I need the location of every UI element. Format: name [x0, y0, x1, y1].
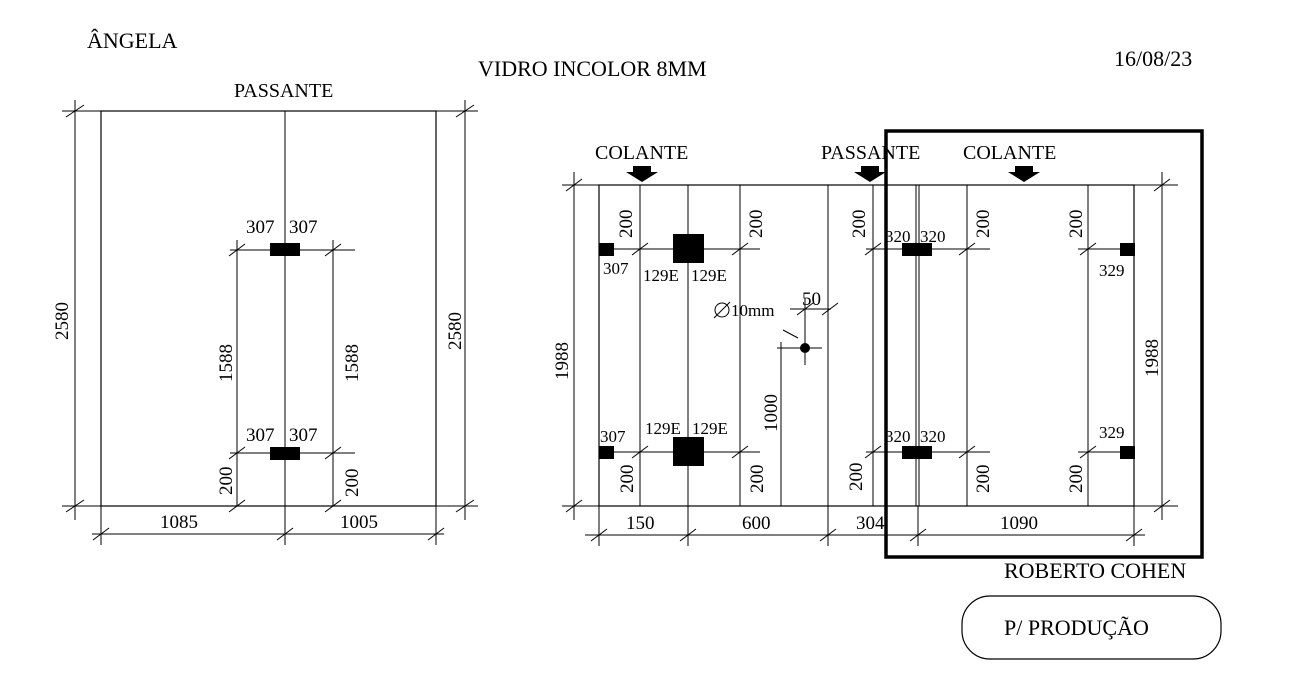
- left-spacing-dim-a: 1588: [216, 344, 237, 382]
- client-name: ÂNGELA: [87, 28, 178, 53]
- customer-name: ROBERTO COHEN: [1004, 558, 1186, 583]
- left-width-dim-b: 1005: [340, 512, 378, 533]
- fitting-block: [599, 446, 614, 459]
- left-bottom-hinge-block: [270, 447, 300, 460]
- left-panel-outline: [100, 110, 437, 507]
- hole-size-label: 10mm: [731, 301, 774, 320]
- fitting-code-329: 329: [1099, 423, 1125, 442]
- right-assembly-outline: [598, 184, 1135, 507]
- fitting-code-129e: 129E: [643, 266, 679, 285]
- width-dim-1090: 1090: [1000, 513, 1038, 534]
- left-height-dim: 2580: [52, 302, 73, 340]
- left-offset-dim-b: 200: [342, 469, 363, 498]
- material-label: VIDRO INCOLOR 8MM: [478, 56, 707, 81]
- left-glass-panel: PASSANTE 2580 2580 307 307 307 307 1588 …: [52, 80, 478, 545]
- fitting-block: [902, 446, 932, 459]
- fitting-code-320: 320: [920, 227, 946, 246]
- fitting-code-307: 307: [603, 259, 629, 278]
- fitting-code-129e: 129E: [692, 419, 728, 438]
- dim-200: 200: [747, 465, 768, 494]
- diameter-icon: [714, 302, 730, 318]
- left-width-dim-a: 1085: [160, 512, 198, 533]
- dim-200: 200: [1066, 210, 1087, 239]
- fitting-block: [1120, 446, 1135, 459]
- width-dim-304: 304: [856, 513, 885, 534]
- status-label: P/ PRODUÇÃO: [1004, 615, 1149, 640]
- left-offset-dim-a: 200: [216, 467, 237, 496]
- dim-200: 200: [849, 210, 870, 239]
- fitting-block: [902, 243, 932, 256]
- dim-200: 200: [1066, 465, 1087, 494]
- left-top-hinge-dim-b: 307: [289, 217, 318, 238]
- dim-200: 200: [973, 465, 994, 494]
- fitting-block-large: [673, 234, 704, 263]
- dim-200: 200: [617, 465, 638, 494]
- fitting-block: [599, 243, 614, 256]
- left-top-hinge-block: [270, 243, 300, 256]
- left-spacing-dim-b: 1588: [342, 344, 363, 382]
- fitting-code-129e: 129E: [691, 266, 727, 285]
- left-bottom-hinge-dim-b: 307: [289, 425, 318, 446]
- fitting-code-320: 320: [885, 227, 911, 246]
- dim-200: 200: [746, 210, 767, 239]
- date-label: 16/08/23: [1114, 46, 1192, 71]
- arrow-down-icon: [626, 166, 658, 182]
- fitting-code-307: 307: [600, 427, 626, 446]
- hole-marker: [800, 343, 810, 353]
- left-top-hinge-dim-a: 307: [246, 217, 275, 238]
- fitting-block-large: [673, 437, 704, 466]
- hole-leader-line: [782, 329, 799, 339]
- arrow-down-icon: [854, 166, 886, 182]
- fitting-code-129e: 129E: [645, 419, 681, 438]
- fitting-code-329: 329: [1099, 261, 1125, 280]
- passante-label: PASSANTE: [821, 142, 920, 164]
- right-glass-assembly: COLANTE PASSANTE COLANTE 1988 1988: [552, 142, 1178, 546]
- left-bottom-hinge-dim-a: 307: [246, 425, 275, 446]
- width-dim-150: 150: [626, 513, 655, 534]
- colante-label-2: COLANTE: [963, 142, 1056, 164]
- status-badge: [961, 595, 1222, 660]
- dim-200: 200: [616, 210, 637, 239]
- dim-200: 200: [846, 463, 867, 492]
- width-dim-600: 600: [742, 513, 771, 534]
- arrow-down-icon: [1008, 166, 1040, 182]
- right-left-height-dim: 1988: [552, 342, 573, 380]
- hole-height-label: 1000: [761, 394, 782, 432]
- left-passante-label: PASSANTE: [234, 80, 333, 102]
- right-right-height-dim: 1988: [1142, 339, 1163, 377]
- dim-200: 200: [973, 210, 994, 239]
- left-panel-height-dim-right: 2580: [445, 312, 466, 350]
- highlight-box: [884, 129, 1204, 559]
- fitting-code-320: 320: [885, 427, 911, 446]
- fitting-block: [1120, 243, 1135, 256]
- hole-offset-label: 50: [802, 289, 821, 310]
- fitting-code-320: 320: [920, 427, 946, 446]
- colante-label-1: COLANTE: [595, 142, 688, 164]
